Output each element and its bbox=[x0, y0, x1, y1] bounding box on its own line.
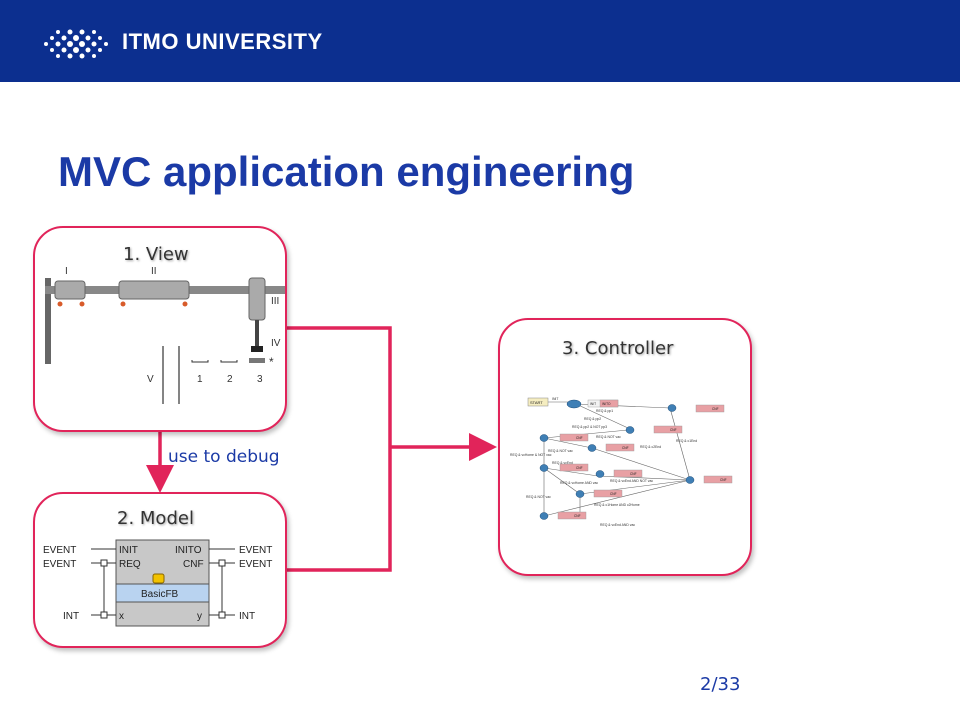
model-port-x: x bbox=[119, 611, 124, 622]
trans-2: REQ & pp1 bbox=[596, 409, 613, 413]
view-roman-ii: II bbox=[151, 266, 157, 277]
model-right-event-1: EVENT bbox=[239, 545, 272, 556]
state-node-8 bbox=[539, 512, 549, 520]
state-node-2 bbox=[539, 434, 549, 442]
action-init: INIT bbox=[590, 402, 596, 406]
controller-label: 3. Controller bbox=[562, 338, 674, 359]
model-port-req: REQ bbox=[119, 559, 141, 570]
view-to-controller-line bbox=[284, 326, 392, 447]
model-port-y: y bbox=[197, 611, 202, 622]
controller-panel: 3. Controller INIT REQ & pp1 REQ & pp2 R… bbox=[498, 318, 752, 576]
action-cnf-8: CNF bbox=[610, 492, 617, 496]
trans-12: REQ & vcEnd AND NOT vac bbox=[610, 479, 653, 483]
trans-13: REQ & NOT vac bbox=[526, 495, 551, 499]
state-node-6 bbox=[685, 476, 695, 484]
view-label: 1. View bbox=[123, 244, 189, 265]
brand-name: ITMO UNIVERSITY bbox=[122, 29, 323, 54]
model-left-int: INT bbox=[63, 611, 79, 622]
state-node-4 bbox=[539, 464, 549, 472]
page-number: 2/33 bbox=[700, 674, 741, 695]
action-cnf-5: CNF bbox=[576, 466, 583, 470]
header-bar: ITMO UNIVERSITY bbox=[0, 0, 960, 82]
model-label: 2. Model bbox=[117, 508, 194, 529]
view-roman-iv: IV bbox=[271, 338, 281, 349]
slide-title: MVC application engineering bbox=[58, 148, 635, 195]
model-to-controller-line bbox=[284, 447, 392, 572]
view-roman-iii: III bbox=[271, 296, 279, 307]
view-roman-i: I bbox=[65, 266, 68, 277]
model-block-name: BasicFB bbox=[141, 589, 179, 600]
state-node-5 bbox=[595, 470, 605, 478]
view-num-3: 3 bbox=[257, 374, 263, 385]
debug-note: use to debug bbox=[168, 447, 280, 467]
trans-9: REQ & vcEnd bbox=[552, 461, 573, 465]
action-cnf-4: CNF bbox=[622, 446, 629, 450]
view-num-2: 2 bbox=[227, 374, 233, 385]
model-port-inito: INITO bbox=[175, 545, 202, 556]
model-left-event-1: EVENT bbox=[43, 545, 76, 556]
trans-7: REQ & vcHome & NOT vac bbox=[510, 453, 552, 457]
model-port-init: INIT bbox=[119, 545, 138, 556]
trans-1: INIT bbox=[552, 397, 558, 401]
action-cnf-3: CNF bbox=[576, 436, 583, 440]
view-num-1: 1 bbox=[197, 374, 203, 385]
state-node-init bbox=[566, 399, 582, 409]
action-cnf-2: CNF bbox=[670, 428, 677, 432]
view-illustration: I II III IV * V 1 2 3 bbox=[45, 266, 285, 404]
trans-8: REQ & NOT vac bbox=[548, 449, 573, 453]
model-left-event-2: EVENT bbox=[43, 559, 76, 570]
action-cnf-1: CNF bbox=[712, 407, 719, 411]
model-right-int: INT bbox=[239, 611, 255, 622]
action-inito: INITO bbox=[602, 402, 611, 406]
itmo-logo-icon bbox=[44, 29, 108, 59]
state-node-init-1 bbox=[667, 404, 677, 412]
trans-4: REQ & pp2 & NOT pp3 bbox=[572, 425, 607, 429]
trans-11: REQ & c1End bbox=[676, 439, 697, 443]
state-start: START bbox=[530, 400, 543, 405]
trans-5: REQ & NOT vac bbox=[596, 435, 621, 439]
function-block-diagram: EVENT EVENT INT EVENT EVENT INT INIT REQ… bbox=[43, 539, 272, 627]
view-panel: 1. View I II III IV * V 1 2 3 bbox=[33, 226, 287, 432]
action-cnf-9: CNF bbox=[574, 514, 581, 518]
view-star: * bbox=[269, 355, 274, 369]
state-node-7 bbox=[575, 490, 585, 498]
trans-3: REQ & pp2 bbox=[584, 417, 601, 421]
model-port-cnf: CNF bbox=[183, 559, 204, 570]
model-right-event-2: EVENT bbox=[239, 559, 272, 570]
trans-14: REQ & c1Home AND c2Home bbox=[594, 503, 640, 507]
model-panel: 2. Model EVENT EVENT INT EVENT EVENT INT… bbox=[33, 492, 287, 648]
action-cnf-6: CNF bbox=[630, 472, 637, 476]
trans-15: REQ & vcEnd AND vac bbox=[600, 523, 635, 527]
state-node-1 bbox=[625, 426, 635, 434]
action-cnf-7: CNF bbox=[720, 478, 727, 482]
state-node-3 bbox=[587, 444, 597, 452]
view-roman-v: V bbox=[147, 374, 154, 385]
trans-10: REQ & vcHome AND vac bbox=[560, 481, 598, 485]
trans-6: REQ & c2End bbox=[640, 445, 661, 449]
ecc-state-diagram: INIT REQ & pp1 REQ & pp2 REQ & pp2 & NOT… bbox=[510, 397, 733, 527]
